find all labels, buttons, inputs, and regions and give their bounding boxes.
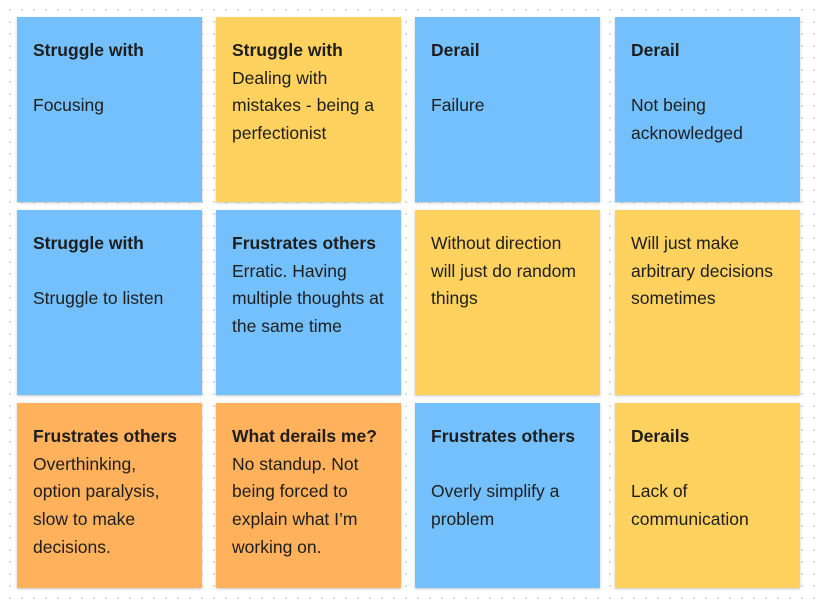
- sticky-note-struggle-mistakes[interactable]: Struggle with Dealing with mistakes - be…: [216, 17, 401, 202]
- note-body: Not being acknowledged: [631, 95, 743, 144]
- sticky-note-frustrates-erratic[interactable]: Frustrates others Erratic. Having multip…: [216, 210, 401, 395]
- note-body: Will just make arbitrary decisions somet…: [631, 233, 773, 309]
- sticky-note-struggle-listen[interactable]: Struggle with Struggle to listen: [17, 210, 202, 395]
- note-heading: Struggle with: [33, 233, 144, 253]
- sticky-note-what-derails-me[interactable]: What derails me? No standup. Not being f…: [216, 403, 401, 588]
- note-body: Lack of communication: [631, 481, 749, 530]
- sticky-note-derail-failure[interactable]: Derail Failure: [415, 17, 600, 202]
- note-body: Erratic. Having multiple thoughts at the…: [232, 260, 384, 337]
- sticky-note-frustrates-overthinking[interactable]: Frustrates others Overthinking, option p…: [17, 403, 202, 588]
- note-body: Overly simplify a problem: [431, 481, 560, 530]
- sticky-note-arbitrary-decisions[interactable]: Will just make arbitrary decisions somet…: [615, 210, 800, 395]
- sticky-note-struggle-focusing[interactable]: Struggle with Focusing: [17, 17, 202, 202]
- note-body: Dealing with mistakes - being a perfecti…: [232, 67, 375, 144]
- note-heading: What derails me?: [232, 426, 377, 446]
- note-heading: Derail: [631, 40, 680, 60]
- note-heading: Derails: [631, 426, 690, 446]
- note-heading: Struggle with: [232, 40, 343, 60]
- note-body: Focusing: [33, 95, 105, 116]
- sticky-note-derails-communication[interactable]: Derails Lack of communication: [615, 403, 800, 588]
- note-body: Without direction will just do random th…: [431, 233, 576, 309]
- note-heading: Derail: [431, 40, 480, 60]
- note-heading: Frustrates others: [33, 426, 177, 446]
- note-body: Struggle to listen: [33, 288, 164, 309]
- note-body: No standup. Not being forced to explain …: [232, 453, 359, 557]
- note-heading: Struggle with: [33, 40, 144, 60]
- note-body: Overthinking, option paralysis, slow to …: [33, 453, 160, 557]
- note-heading: Frustrates others: [232, 233, 376, 253]
- note-heading: Frustrates others: [431, 426, 575, 446]
- sticky-note-derail-acknowledged[interactable]: Derail Not being acknowledged: [615, 17, 800, 202]
- sticky-note-frustrates-simplify[interactable]: Frustrates others Overly simplify a prob…: [415, 403, 600, 588]
- sticky-note-without-direction[interactable]: Without direction will just do random th…: [415, 210, 600, 395]
- note-body: Failure: [431, 95, 485, 116]
